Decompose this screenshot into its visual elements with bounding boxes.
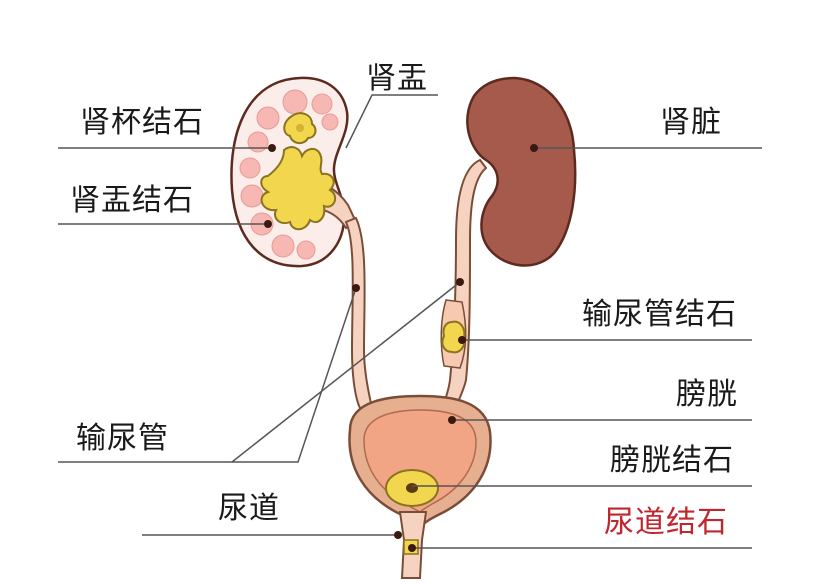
leader-renal-pelvis (345, 94, 438, 149)
label-calyceal-stone: 肾杯结石 (80, 105, 204, 140)
leader-dots (264, 144, 538, 552)
label-urethra: 尿道 (218, 491, 280, 526)
label-urethral-stone: 尿道结石 (604, 505, 728, 540)
label-ureter: 输尿管 (76, 421, 169, 456)
label-renal-pelvis: 肾盂 (366, 61, 428, 96)
leader-ureter-left (58, 287, 357, 463)
right-kidney (466, 76, 577, 267)
label-bladder: 膀胱 (676, 377, 738, 412)
left-kidney-cutaway (230, 76, 358, 268)
bladder (348, 394, 492, 531)
kidney-calyces (239, 89, 339, 260)
left-ureter (344, 216, 374, 409)
label-bladder-stone: 膀胱结石 (610, 443, 734, 478)
leader-ureter-right (231, 281, 461, 463)
label-pelvic-stone: 肾盂结石 (70, 183, 194, 218)
leader-lines (58, 94, 762, 549)
ureteral-stone (441, 320, 466, 354)
label-kidney: 肾脏 (660, 105, 722, 140)
label-ureteral-stone: 输尿管结石 (582, 297, 737, 332)
pelvic-staghorn-stone (260, 146, 337, 231)
right-ureter (438, 158, 488, 415)
